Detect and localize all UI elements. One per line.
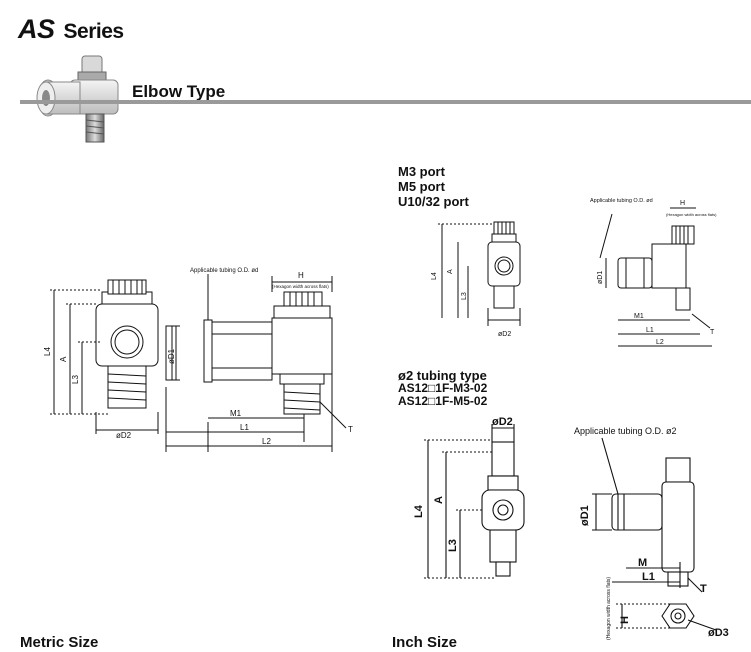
tube-tubing-od-note: Applicable tubing O.D. ø2	[574, 426, 677, 436]
tube-dim-H: H	[619, 616, 631, 624]
dim-L2: L2	[262, 437, 271, 446]
inch-dim-L4: L4	[431, 272, 438, 280]
dim-D1: øD1	[167, 348, 176, 364]
tube-dim-L1: L1	[642, 571, 655, 583]
hex-note: (Hexagon width across flats)	[272, 284, 329, 289]
page-subtitle: Elbow Type	[132, 82, 226, 101]
inch-dim-L2: L2	[656, 339, 664, 346]
tube-hex-note: (Hexagon width across flats)	[606, 577, 612, 640]
inch-dim-H: H	[680, 200, 685, 207]
inch-dim-A: A	[447, 269, 454, 274]
metric-size-label: Metric Size	[20, 634, 99, 651]
series-word: Series	[63, 20, 125, 43]
tube-dim-L3: L3	[447, 539, 459, 552]
tube-dim-A: A	[433, 496, 445, 504]
tube-dim-M: M	[638, 557, 647, 569]
tube-dim-D3: øD3	[708, 627, 729, 639]
header-rule	[20, 100, 751, 104]
series-title: AS Series	[18, 14, 124, 45]
dim-A: A	[59, 356, 68, 362]
inch-tubing-od-note: Applicable tubing O.D. ød	[590, 198, 653, 204]
tube-dim-T: T	[700, 583, 707, 595]
inch-size-label: Inch Size	[392, 634, 458, 651]
tube-dim-D2: øD2	[492, 416, 513, 428]
tubing-type-block: ø2 tubing type AS12□1F-M3-02 AS12□1F-M5-…	[398, 369, 487, 408]
port-u10-32: U10/32 port	[398, 194, 469, 209]
tube-dim-D1: øD1	[579, 505, 591, 526]
inch-port-list: M3 port M5 port U10/32 port	[398, 164, 469, 209]
dim-T: T	[348, 425, 353, 434]
product-photo	[36, 55, 119, 143]
tube-dim-L4: L4	[413, 504, 425, 518]
inch-dim-D1: øD1	[597, 271, 604, 284]
dim-L4: L4	[43, 347, 52, 356]
dim-L3: L3	[71, 375, 80, 384]
inch-hex-note: (Hexagon width across flats)	[666, 212, 717, 217]
inch-dim-L1: L1	[646, 327, 654, 334]
dim-M1: M1	[230, 409, 242, 418]
inch-dim-M1: M1	[634, 313, 644, 320]
metric-elbow-drawing: L4 A L3 øD2 øD1 M1 L1 L2 T H Applicable …	[43, 268, 353, 452]
dim-D2: øD2	[116, 431, 132, 440]
model-m3-02: AS12□1F-M3-02	[398, 381, 488, 395]
tubing-od-note: Applicable tubing O.D. ød	[190, 268, 258, 274]
dim-H: H	[298, 271, 304, 280]
inch-port-drawing: L4 A L3 øD2 øD1 M1 L1 L2 T H Applicable …	[431, 198, 717, 347]
tubing-type-drawing: L4 A L3 øD2 øD1 M L1 T H øD3 Applicable …	[413, 416, 729, 640]
port-m3: M3 port	[398, 164, 445, 179]
dim-L1: L1	[240, 423, 249, 432]
series-prefix: AS	[18, 14, 55, 44]
inch-dim-T: T	[710, 329, 715, 336]
model-m5-02: AS12□1F-M5-02	[398, 394, 488, 408]
port-m5: M5 port	[398, 179, 445, 194]
inch-dim-D2: øD2	[498, 331, 511, 338]
tubing-type-title: ø2 tubing type	[398, 368, 487, 383]
inch-dim-L3: L3	[461, 292, 468, 300]
